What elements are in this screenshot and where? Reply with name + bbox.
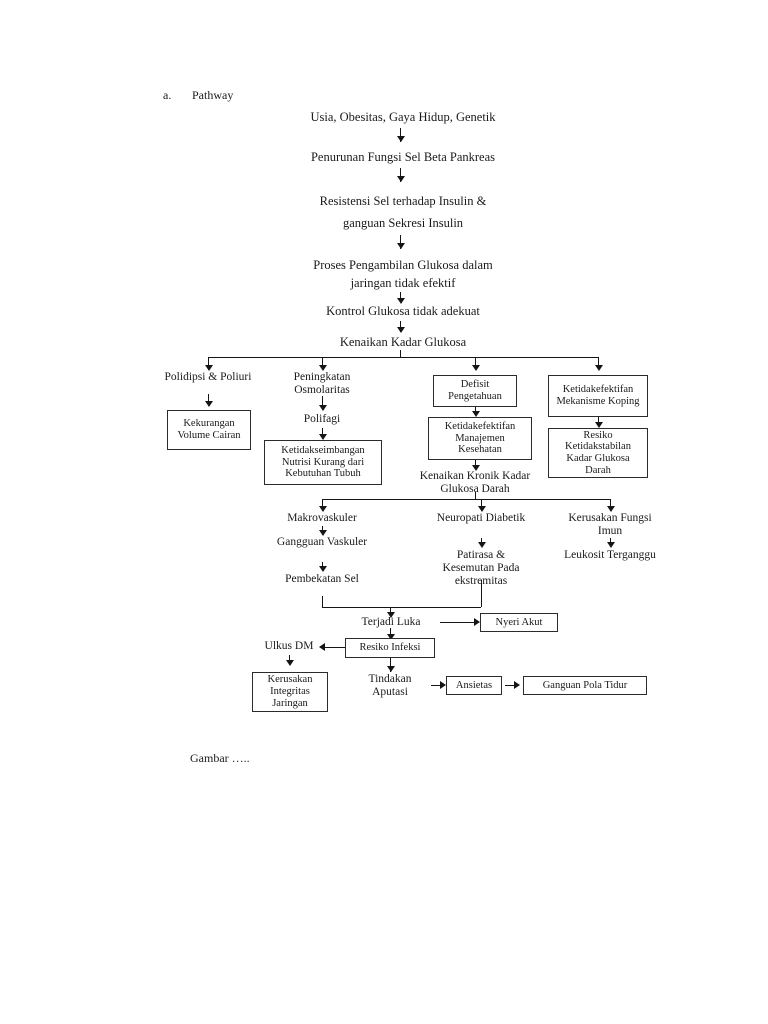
arrowhead-n1-n2 — [396, 136, 405, 142]
edge-c1b-merge — [322, 596, 323, 607]
arrowhead-b1 — [204, 365, 213, 371]
edge-bus2-c3 — [610, 499, 611, 509]
node-ganguan-pola-tidur: Ganguan Pola Tidur — [523, 676, 647, 695]
arrowhead-b4a — [594, 422, 603, 428]
arrowhead-n2-n3 — [396, 176, 405, 182]
node-ketidakefektifan-koping: Ketidakefektifan Mekanisme Koping — [548, 375, 648, 417]
node-leukosit-terganggu: Leukosit Terganggu — [564, 549, 656, 561]
node-jaringan-tidak-efektif: jaringan tidak efektif — [350, 276, 456, 290]
arrowhead-d4 — [319, 643, 325, 651]
arrowhead-b2 — [318, 365, 327, 371]
figure-caption: Gambar ….. — [190, 751, 250, 765]
arrowhead-b3 — [471, 365, 480, 371]
edge-b4-b4a — [598, 417, 599, 426]
node-peningkatan-osmolaritas: Peningkatan Osmolaritas — [293, 371, 351, 396]
node-usia-obesitas: Usia, Obesitas, Gaya Hidup, Genetik — [310, 110, 496, 124]
node-ulkus-dm: Ulkus DM — [264, 640, 314, 652]
node-resiko-infeksi: Resiko Infeksi — [345, 638, 435, 658]
node-neuropati-diabetik: Neuropati Diabetik — [436, 512, 526, 524]
arrowhead-c1b — [318, 566, 327, 572]
edge-d4-d5 — [289, 655, 290, 664]
edge-n2-n3 — [400, 168, 401, 182]
node-kekurangan-volume-cairan: Kekurangan Volume Cairan — [167, 410, 251, 450]
edge-n5-n6 — [400, 321, 401, 332]
node-makrovaskuler: Makrovaskuler — [287, 512, 357, 524]
node-terjadi-luka: Terjadi Luka — [361, 616, 421, 628]
node-resiko-ketidakstabilan: Resiko Ketidakstabilan Kadar Glukosa Dar… — [548, 428, 648, 478]
edge-c2a-merge — [481, 580, 482, 607]
node-nyeri-akut: Nyeri Akut — [480, 613, 558, 632]
edge-bus-b3 — [475, 357, 476, 367]
arrowhead-b2a — [318, 405, 327, 411]
arrowhead-b3a — [471, 411, 480, 417]
edge-bus-b2 — [322, 357, 323, 367]
edge-b1-b1a — [208, 394, 209, 404]
list-marker: a. — [163, 88, 172, 102]
node-resistensi-sel: Resistensi Sel terhadap Insulin & — [319, 194, 487, 208]
node-kontrol-glukosa: Kontrol Glukosa tidak adekuat — [326, 304, 480, 318]
edge-d6-d7 — [431, 685, 443, 686]
arrowhead-d1 — [386, 612, 395, 618]
edge-d3-d4 — [325, 647, 345, 648]
arrowhead-d3 — [386, 634, 395, 640]
merge-bar-terjadi-luka — [322, 607, 481, 608]
arrowhead-b1a — [204, 401, 213, 407]
node-kerusakan-integritas-jaringan: Kerusakan Integritas Jaringan — [252, 672, 328, 712]
edge-d1-d3 — [390, 628, 391, 638]
edge-bus2-c2 — [481, 499, 482, 509]
edge-b2-b2a — [322, 396, 323, 410]
arrowhead-n5-n6 — [396, 327, 405, 333]
node-defisit-pengetahuan: Defisit Pengetahuan — [433, 375, 517, 407]
node-ketidakseimbangan-nutrisi: Ketidakseimbangan Nutrisi Kurang dari Ke… — [264, 440, 382, 485]
node-kenaikan-kronik: Kenaikan Kronik Kadar Glukosa Darah — [419, 470, 531, 495]
edge-merge-d1 — [390, 607, 391, 615]
node-kerusakan-fungsi-imun: Kerusakan Fungsi Imun — [568, 512, 652, 537]
arrowhead-n3-n4 — [396, 243, 405, 249]
arrowhead-d6 — [386, 666, 395, 672]
node-pembekatan-sel: Pembekatan Sel — [285, 573, 359, 585]
arrowhead-b2b — [318, 434, 327, 440]
edge-n6-bus-stem — [400, 350, 401, 357]
bus-tier1 — [208, 357, 598, 358]
arrowhead-d7 — [440, 681, 446, 689]
node-ansietas: Ansietas — [446, 676, 502, 695]
arrowhead-d2 — [474, 618, 480, 626]
edge-d7-d8 — [505, 685, 517, 686]
edge-b3b-bus-stem — [475, 492, 476, 499]
arrowhead-c3a — [606, 542, 615, 548]
arrowhead-c3 — [606, 506, 615, 512]
node-polidipsi-poliuri: Polidipsi & Poliuri — [164, 371, 252, 383]
arrowhead-d8 — [514, 681, 520, 689]
edge-bus-b1 — [208, 357, 209, 367]
node-penurunan-fungsi: Penurunan Fungsi Sel Beta Pankreas — [310, 150, 495, 164]
node-ketidakefektifan-manajemen: Ketidakefektifan Manajemen Kesehatan — [428, 417, 532, 460]
edge-d3-d6 — [390, 658, 391, 672]
edge-b2a-b2b — [322, 428, 323, 438]
edge-bus-b4 — [598, 357, 599, 367]
edge-n3-n4 — [400, 235, 401, 249]
arrowhead-c2 — [477, 506, 486, 512]
page-title: Pathway — [192, 88, 234, 102]
arrowhead-n4-n5 — [396, 298, 405, 304]
arrowhead-b4 — [594, 365, 603, 371]
node-ganguan-sekresi: ganguan Sekresi Insulin — [342, 216, 464, 230]
bus-tier2 — [322, 499, 610, 500]
edge-d1-d2 — [440, 622, 476, 623]
edge-n4-n5 — [400, 292, 401, 302]
arrowhead-c1 — [318, 506, 327, 512]
node-tindakan-aputasi: Tindakan Aputasi — [368, 673, 412, 698]
edge-bus2-c1 — [322, 499, 323, 509]
node-kenaikan-kadar-glukosa: Kenaikan Kadar Glukosa — [339, 335, 467, 349]
arrowhead-d5 — [285, 660, 294, 666]
node-gangguan-vaskuler: Gangguan Vaskuler — [276, 536, 368, 548]
edge-b3a-b3b — [475, 460, 476, 469]
node-proses-pengambilan: Proses Pengambilan Glukosa dalam — [313, 258, 493, 272]
arrowhead-c2a — [477, 542, 486, 548]
node-polifagi: Polifagi — [303, 413, 341, 425]
arrowhead-b3b — [471, 465, 480, 471]
edge-n1-n2 — [400, 128, 401, 142]
arrowhead-c1a — [318, 530, 327, 536]
